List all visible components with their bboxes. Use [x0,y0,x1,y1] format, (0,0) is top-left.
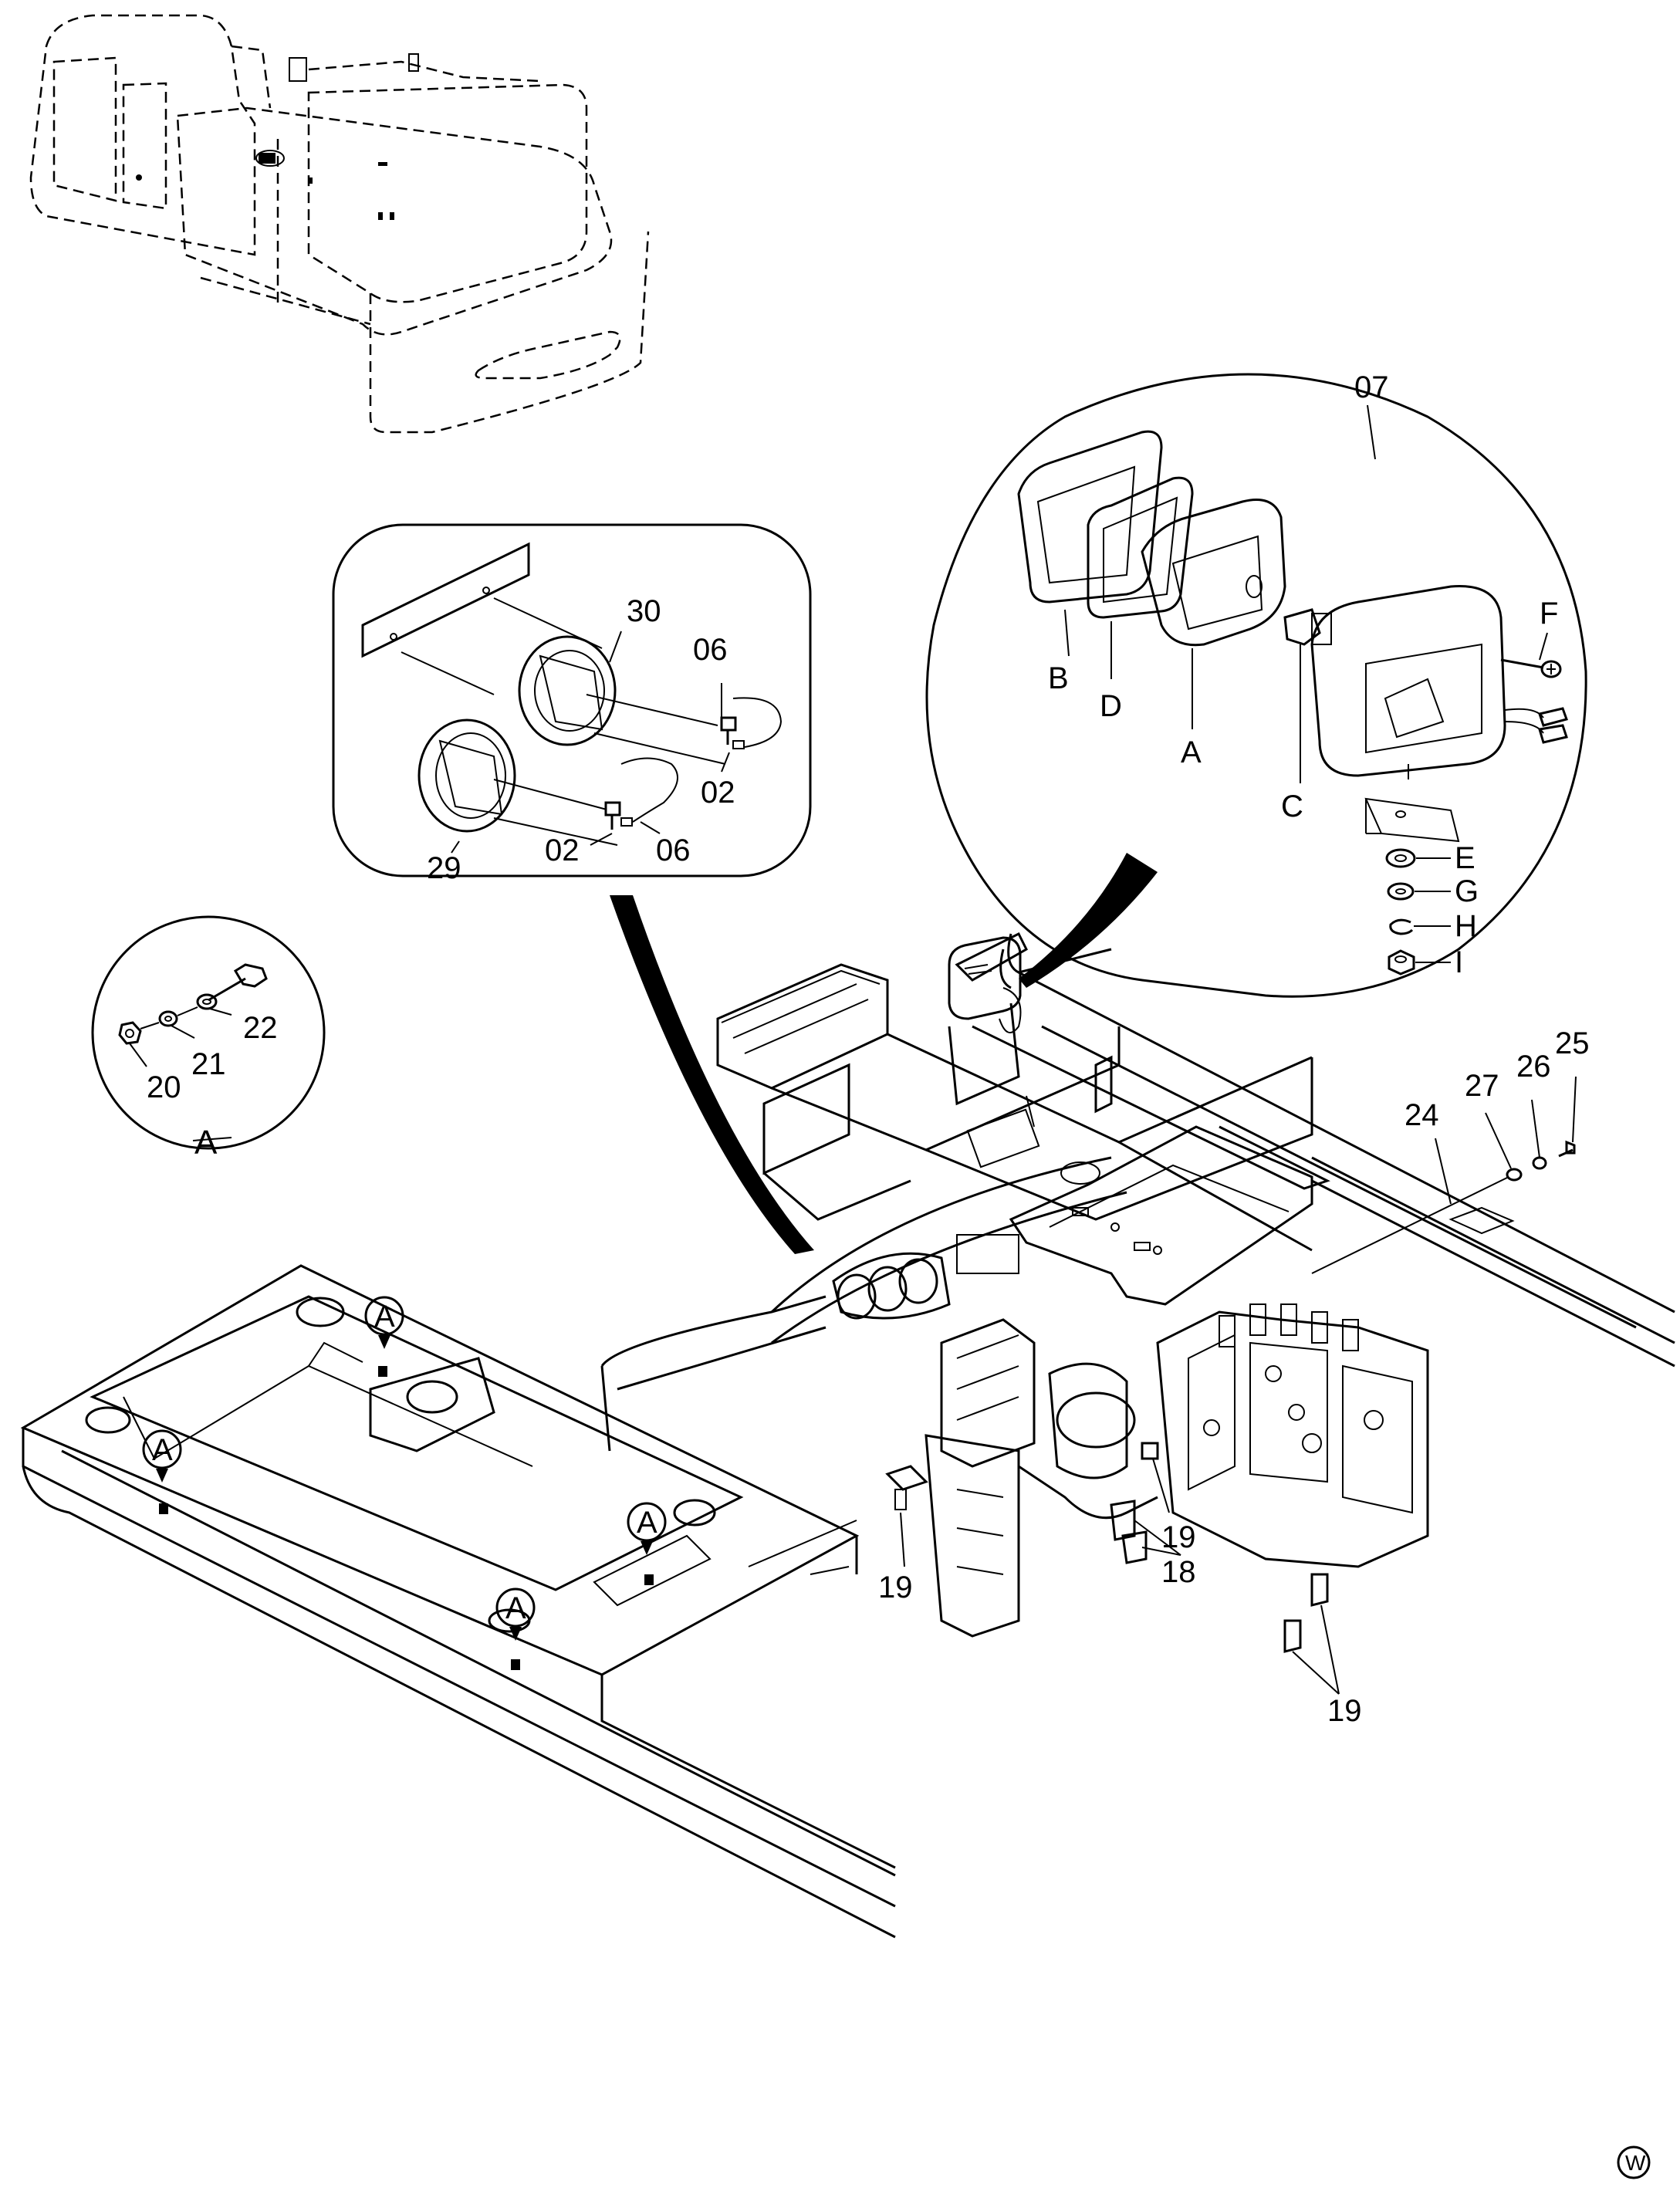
callout-a-3-text: A [637,1506,657,1540]
wire-06-upper-icon [732,697,783,749]
callout-a-3: A [627,1502,667,1585]
label-29: 29 [427,851,461,885]
nut-i-icon [1388,949,1415,975]
lamp-on-frame [948,936,1022,1033]
washer-22-icon [196,993,218,1010]
label-26: 26 [1516,1050,1551,1084]
watermark-text: W [1625,2151,1646,2175]
nut-20-icon [118,1021,142,1045]
lens-a-icon [1141,499,1286,647]
lower-frame [20,1264,896,1939]
horn-29-icon [417,718,618,846]
label-d: D [1100,689,1122,723]
callout-a-1-text: A [374,1300,395,1334]
label-22: 22 [243,1011,278,1045]
label-a: A [1181,735,1202,769]
lamp-pointer [1019,853,1158,988]
label-30: 30 [627,594,661,628]
label-06-lower: 06 [656,833,691,867]
bolt-02-lower-icon [604,801,621,830]
washer-e-icon [1385,848,1416,868]
callout-a-2-text: A [152,1433,173,1467]
callout-a-4: A [495,1587,536,1670]
label-19-middle: 19 [1161,1520,1196,1554]
swing-motor-assembly: 19 18 [878,1318,1196,1638]
label-h: H [1455,909,1477,943]
washer-g-icon [1387,882,1415,901]
label-e: E [1455,841,1475,875]
upper-frame [600,932,1675,1452]
label-c: C [1281,790,1303,823]
label-24: 24 [1405,1098,1439,1132]
label-19-right: 19 [1327,1694,1362,1728]
washer-h-icon [1389,918,1414,935]
label-b: B [1048,661,1069,695]
control-valve-assembly: 19 19 [1141,1303,1429,1728]
label-f: F [1540,597,1558,631]
gasket-d-icon [1087,476,1194,619]
screw-f-icon [1500,658,1562,678]
callout-a-4-text: A [505,1591,526,1625]
callout-a-1: A [364,1296,404,1377]
callout-a-2: A [142,1429,182,1514]
washer-21-icon [158,1010,178,1027]
label-20: 20 [147,1070,181,1104]
label-02-lower: 02 [545,833,580,867]
detail-a-title: A [194,1124,218,1161]
lamp-detail-bubble: 07 [925,370,1587,998]
label-i: I [1455,945,1463,979]
label-18: 18 [1161,1555,1196,1589]
parts-24-27-26-25: 24 27 26 25 [1311,1026,1590,1274]
horn-pointer [610,895,814,1254]
label-07: 07 [1354,370,1389,404]
lamp-body-icon [1310,585,1568,777]
detail-a-circle: 22 21 20 A [91,915,326,1161]
wire-06-lower-icon [620,757,678,827]
label-06-upper: 06 [693,633,728,667]
bulb-c-icon [1283,608,1332,646]
label-25: 25 [1555,1026,1590,1060]
label-g: G [1455,874,1479,908]
watermark-w: W [1617,2145,1651,2179]
bolt-22-icon [208,963,268,1002]
bracket-icon [1364,797,1460,843]
label-19-left: 19 [878,1571,913,1604]
excavator-overview [29,14,650,434]
gasket-b-icon [1017,430,1163,604]
label-21: 21 [191,1047,226,1081]
horn-bracket [361,542,603,695]
label-02-upper: 02 [701,776,735,810]
horn-30-icon [518,635,726,765]
label-27: 27 [1465,1069,1499,1103]
horn-detail-box: 30 06 02 02 06 29 [332,523,812,885]
bolt-02-upper-icon [720,716,737,745]
